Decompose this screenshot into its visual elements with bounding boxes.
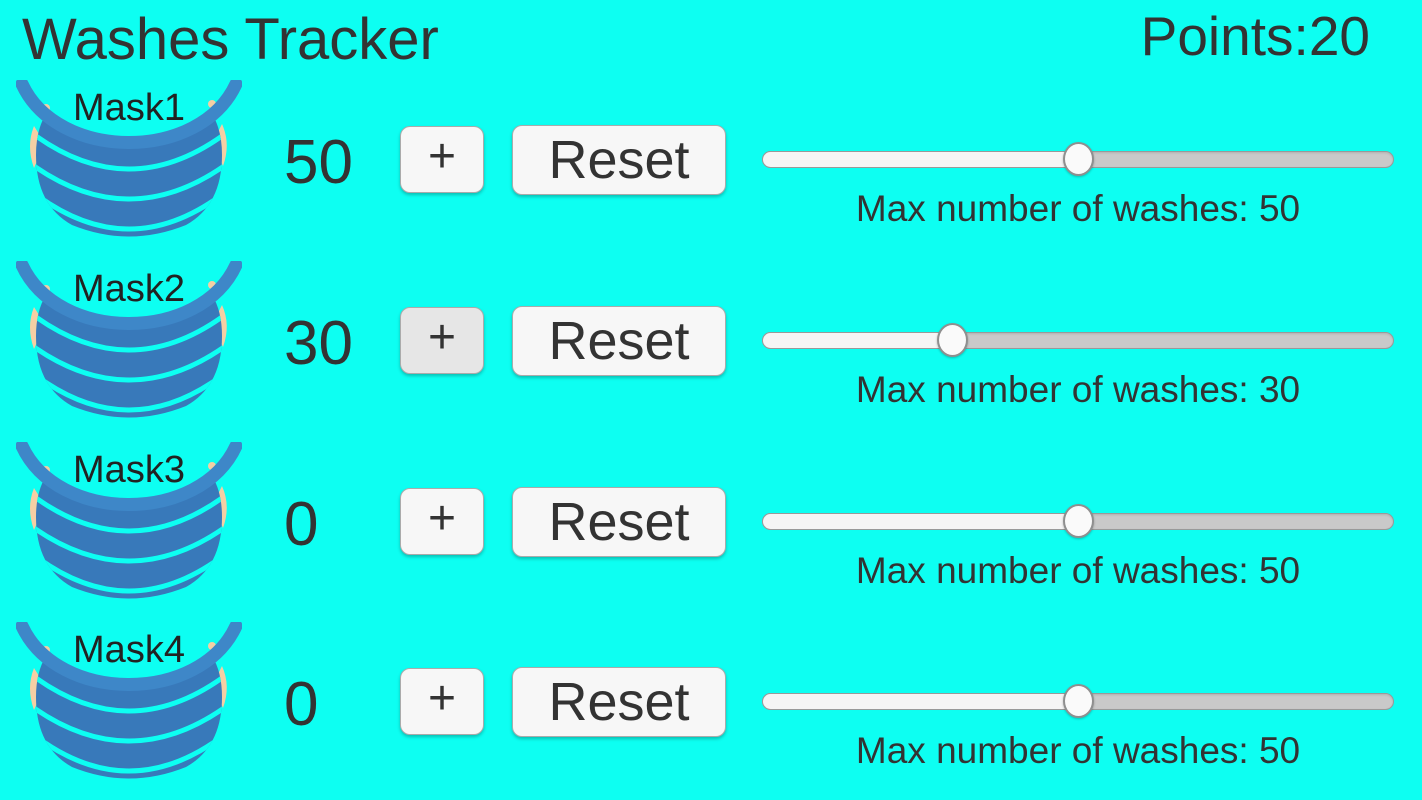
mask-name-label: Mask3 <box>73 449 185 491</box>
max-washes-slider[interactable] <box>762 142 1394 176</box>
reset-button[interactable]: Reset <box>512 125 726 195</box>
max-washes-slider[interactable] <box>762 504 1394 538</box>
points-display: Points:20 <box>1141 6 1370 66</box>
max-washes-label: Max number of washes: 50 <box>855 730 1301 771</box>
reset-button[interactable]: Reset <box>512 306 726 376</box>
slider-fill <box>762 151 1078 168</box>
increment-wash-button[interactable]: + <box>400 488 484 555</box>
slider-fill <box>762 693 1078 710</box>
increment-wash-button[interactable]: + <box>400 668 484 735</box>
mask-row: Mask3 0 + Reset Max number of washes: 50 <box>0 442 1422 623</box>
slider-fill <box>762 513 1078 530</box>
wash-count: 0 <box>284 490 319 559</box>
mask-name-label: Mask4 <box>73 629 185 671</box>
increment-wash-button[interactable]: + <box>400 307 484 374</box>
mask-name-label: Mask1 <box>73 87 185 129</box>
max-washes-label: Max number of washes: 30 <box>855 369 1301 410</box>
mask-row: Mask4 0 + Reset Max number of washes: 50 <box>0 622 1422 800</box>
mask-row: Mask2 30 + Reset Max number of washes: 3… <box>0 261 1422 442</box>
wash-count: 30 <box>284 309 353 378</box>
slider-fill <box>762 332 952 349</box>
reset-button[interactable]: Reset <box>512 487 726 557</box>
points-label: Points: <box>1140 5 1309 67</box>
reset-button[interactable]: Reset <box>512 667 726 737</box>
page-title: Washes Tracker <box>22 7 439 72</box>
max-washes-slider[interactable] <box>762 684 1394 718</box>
points-value: 20 <box>1308 5 1370 67</box>
max-washes-label: Max number of washes: 50 <box>855 550 1301 591</box>
wash-count: 50 <box>284 128 353 197</box>
increment-wash-button[interactable]: + <box>400 126 484 193</box>
max-washes-label: Max number of washes: 50 <box>855 188 1301 229</box>
slider-thumb[interactable] <box>1063 684 1094 718</box>
mask-row: Mask1 50 + Reset Max number of washes: 5… <box>0 80 1422 261</box>
wash-count: 0 <box>284 670 319 739</box>
slider-thumb[interactable] <box>936 323 968 357</box>
slider-thumb[interactable] <box>1063 504 1094 538</box>
mask-name-label: Mask2 <box>73 268 185 310</box>
max-washes-slider[interactable] <box>762 323 1394 357</box>
slider-thumb[interactable] <box>1063 142 1094 176</box>
